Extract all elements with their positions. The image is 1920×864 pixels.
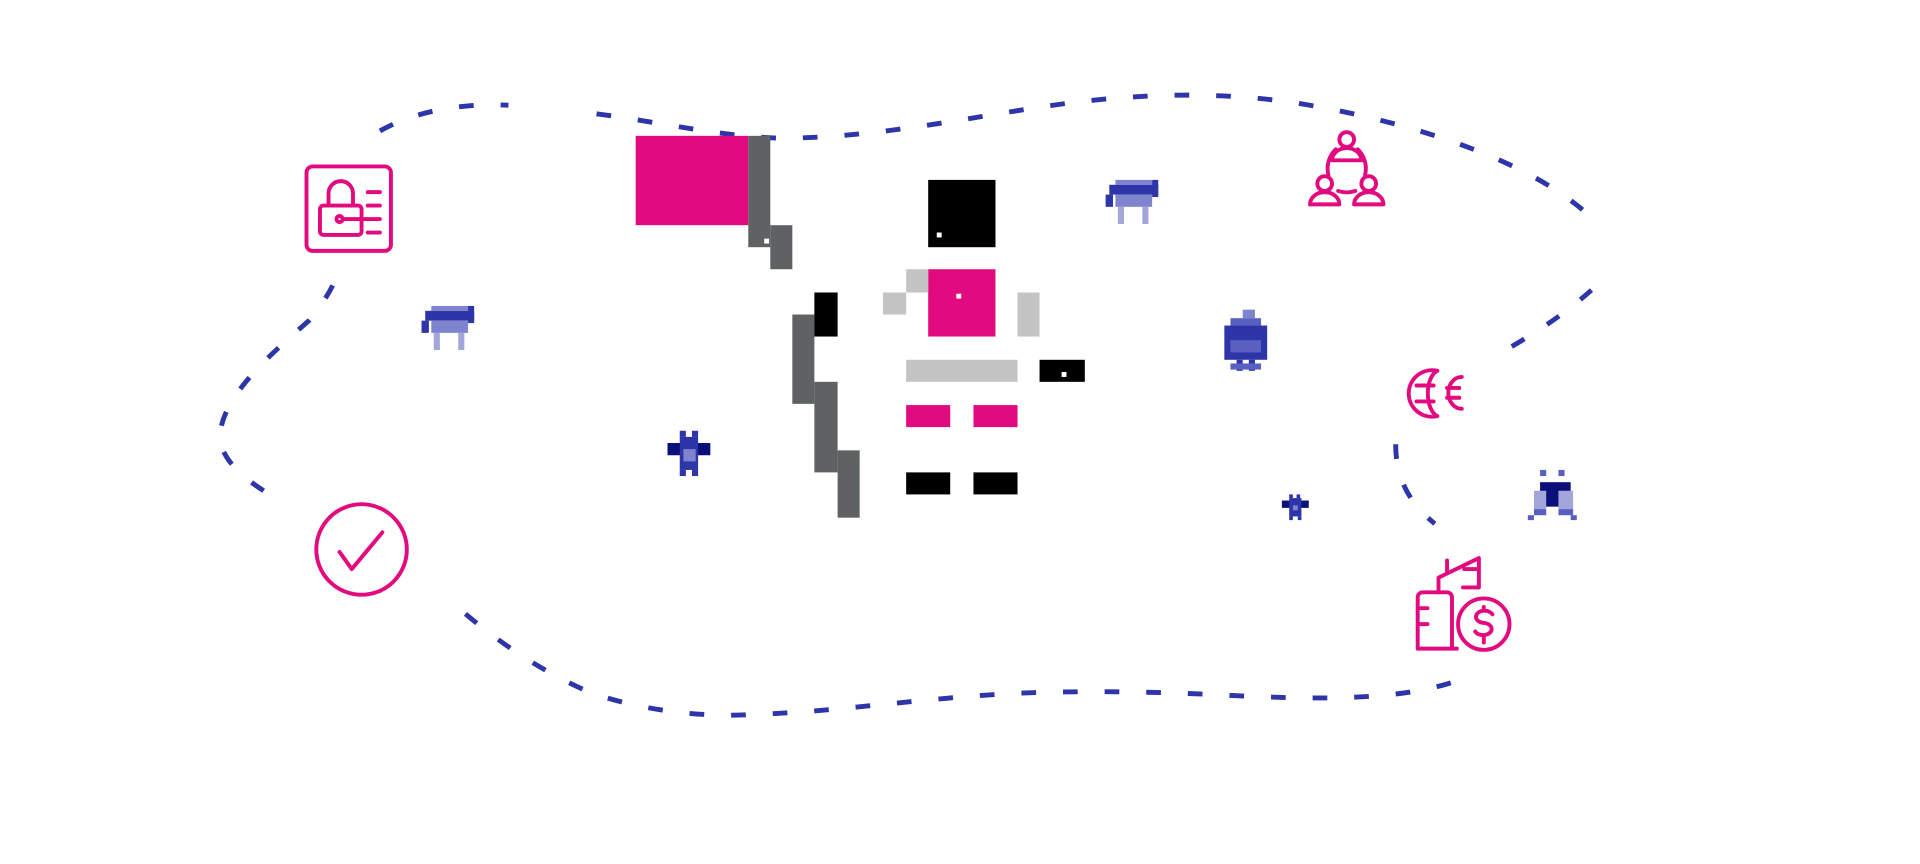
flag-pole [748,135,860,518]
id-card-lock-icon [304,164,393,253]
astronaut-with-flag [635,135,1085,518]
dotted-route [217,92,1594,718]
flag [635,135,749,226]
space-invader-icon [421,179,1577,521]
check-circle-icon [314,502,409,597]
globe-euro-icon [1406,368,1464,419]
hand [814,292,838,337]
glove [1039,359,1085,382]
factory-dollar-icon [1415,556,1512,652]
boot [906,472,951,495]
torso [928,269,996,337]
boot [973,472,1018,495]
team-network-icon [1308,130,1386,207]
